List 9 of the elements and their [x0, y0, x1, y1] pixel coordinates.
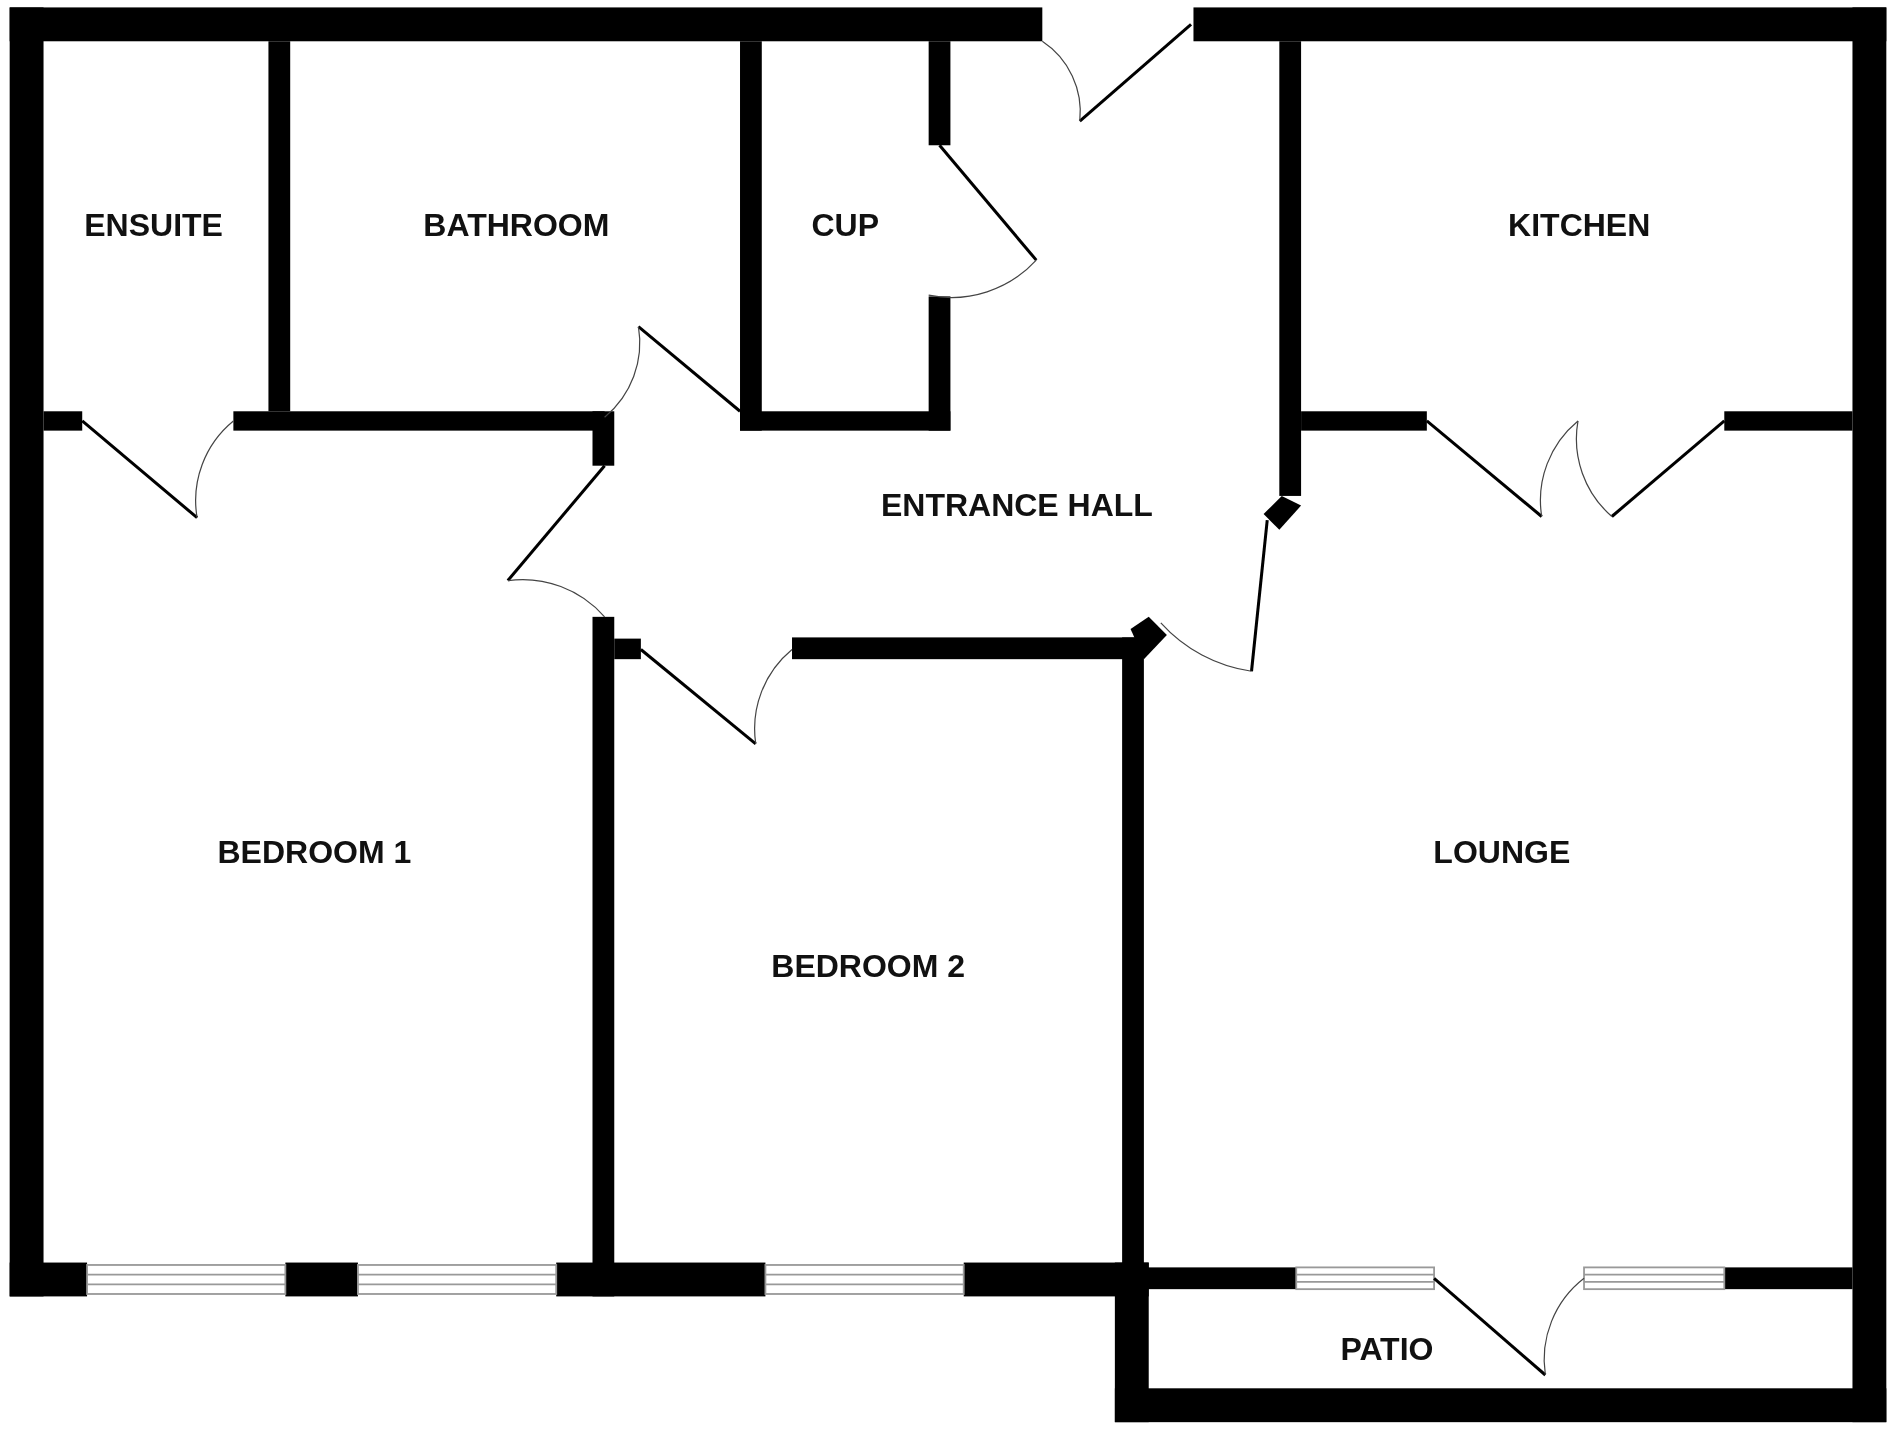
room-label: ENSUITE — [84, 206, 223, 244]
room-label: BEDROOM 1 — [217, 833, 412, 871]
room-label: LOUNGE — [1433, 833, 1571, 871]
room-label: BATHROOM — [423, 206, 610, 244]
room-label: KITCHEN — [1508, 206, 1651, 244]
room-label: PATIO — [1340, 1330, 1434, 1368]
room-label: CUP — [811, 206, 879, 244]
room-label: ENTRANCE HALL — [880, 486, 1153, 524]
room-label: BEDROOM 2 — [771, 947, 966, 985]
